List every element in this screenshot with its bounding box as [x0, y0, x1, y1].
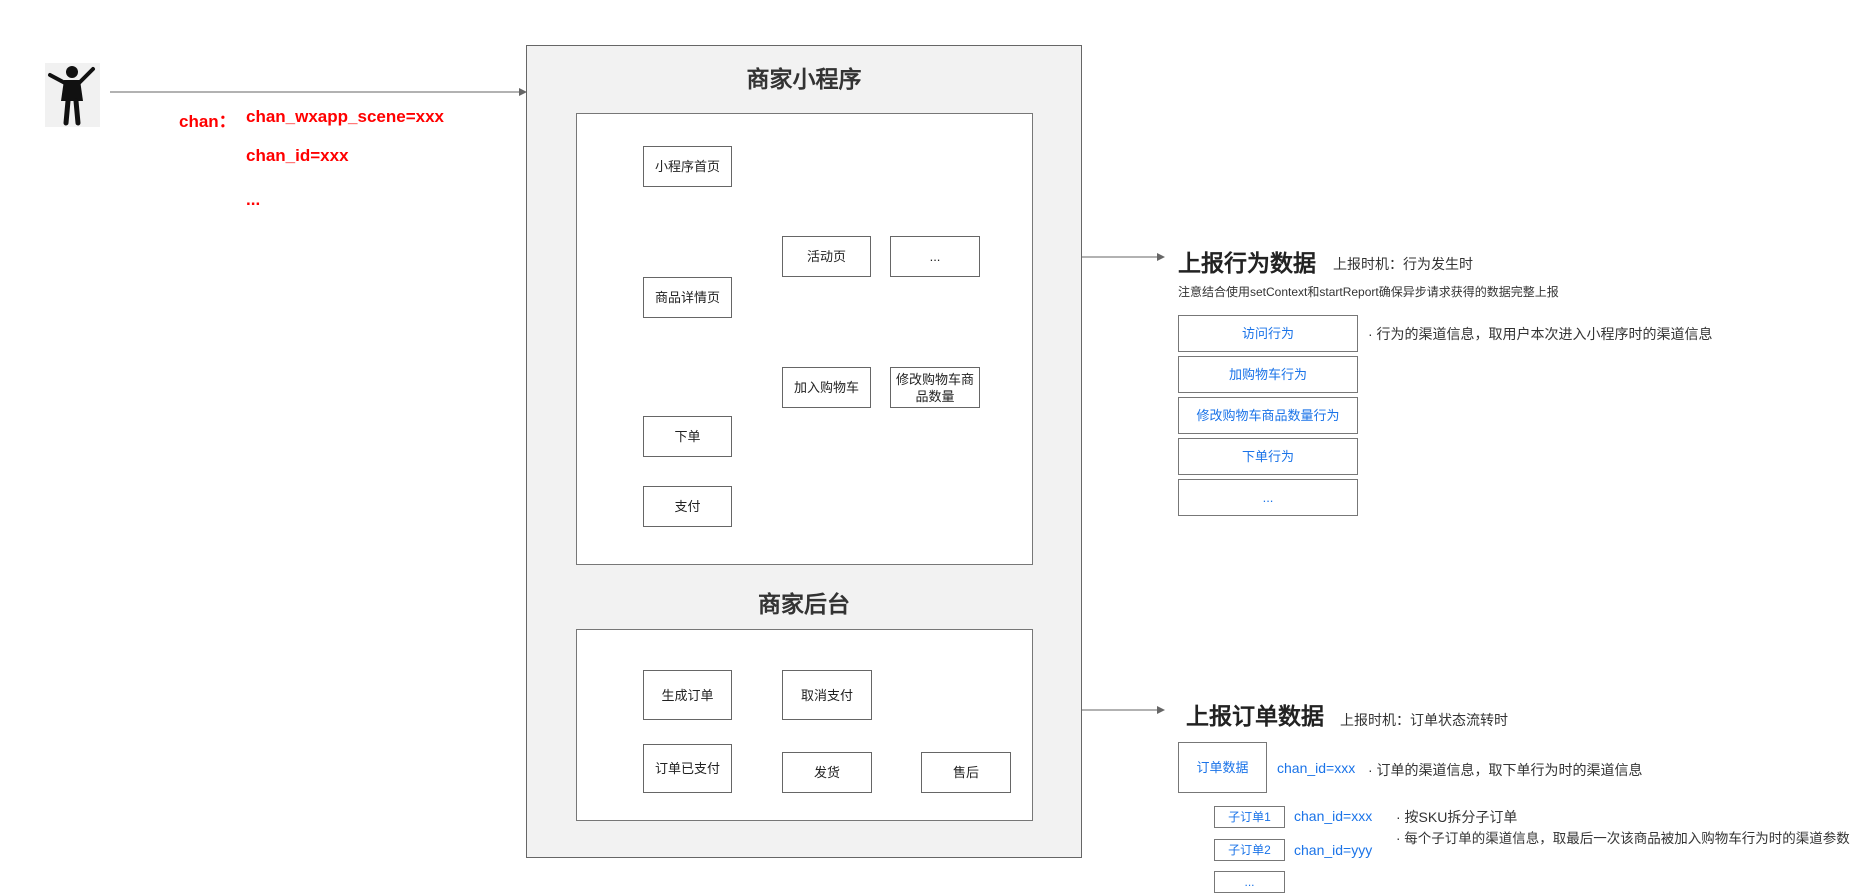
chan-label: chan：	[179, 112, 236, 131]
node-modify-cart[interactable]: 修改购物车商品数量	[890, 367, 980, 408]
behavior-channel-bullet: · 行为的渠道信息，取用户本次进入小程序时的渠道信息	[1368, 326, 1713, 342]
behavior-item-visit[interactable]: 访问行为	[1178, 315, 1358, 352]
node-order[interactable]: 下单	[643, 416, 732, 457]
order-data-box[interactable]: 订单数据	[1178, 742, 1267, 793]
behavior-item-add-cart[interactable]: 加购物车行为	[1178, 356, 1358, 393]
behavior-report-note: 注意结合使用setContext和startReport确保异步请求获得的数据完…	[1178, 285, 1559, 299]
node-gen-order[interactable]: 生成订单	[643, 670, 732, 720]
node-pay[interactable]: 支付	[643, 486, 732, 527]
behavior-item-modify-cart[interactable]: 修改购物车商品数量行为	[1178, 397, 1358, 434]
backend-title: 商家后台	[758, 591, 850, 617]
sub-order-more[interactable]: ...	[1214, 871, 1285, 893]
chan-param-scene: chan_wxapp_scene=xxx	[246, 107, 444, 126]
sub-order-bullet-split: · 按SKU拆分子订单	[1396, 809, 1518, 825]
behavior-report-title: 上报行为数据	[1178, 250, 1316, 276]
behavior-report-timing: 上报时机：行为发生时	[1333, 256, 1473, 272]
sub-order-1[interactable]: 子订单1	[1214, 806, 1285, 828]
sub-order-2[interactable]: 子订单2	[1214, 839, 1285, 861]
order-data-bullet: · 订单的渠道信息，取下单行为时的渠道信息	[1368, 762, 1643, 778]
node-detail[interactable]: 商品详情页	[643, 277, 732, 318]
node-activity[interactable]: 活动页	[782, 236, 871, 277]
behavior-item-order[interactable]: 下单行为	[1178, 438, 1358, 475]
node-cancel-pay[interactable]: 取消支付	[782, 670, 872, 720]
sub-order-bullet-channel: · 每个子订单的渠道信息，取最后一次该商品被加入购物车行为时的渠道参数	[1396, 831, 1850, 846]
node-home[interactable]: 小程序首页	[643, 146, 732, 187]
order-report-title: 上报订单数据	[1186, 703, 1324, 729]
sub-order-2-chan: chan_id=yyy	[1294, 842, 1373, 858]
chan-param-more: ...	[246, 190, 261, 209]
order-report-timing: 上报时机：订单状态流转时	[1340, 712, 1508, 728]
node-paid[interactable]: 订单已支付	[643, 744, 732, 793]
node-ship[interactable]: 发货	[782, 752, 872, 793]
sub-order-1-chan: chan_id=xxx	[1294, 808, 1373, 824]
mini-program-title: 商家小程序	[746, 66, 862, 92]
node-after-sale[interactable]: 售后	[921, 752, 1011, 793]
user-icon	[45, 63, 100, 127]
node-add-cart[interactable]: 加入购物车	[782, 367, 871, 408]
order-data-chan: chan_id=xxx	[1277, 760, 1356, 776]
chan-param-id: chan_id=xxx	[246, 146, 349, 165]
node-more[interactable]: ...	[890, 236, 980, 277]
behavior-item-more[interactable]: ...	[1178, 479, 1358, 516]
